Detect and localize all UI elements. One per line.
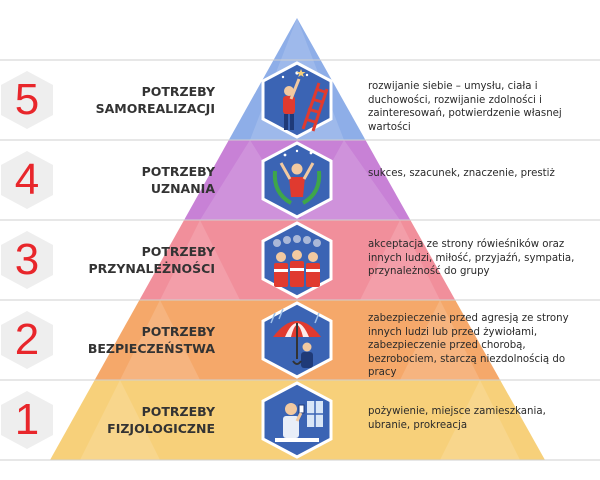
level-5: 5 POTRZEBY SAMOREALIZACJI <box>0 60 600 140</box>
level-description: rozwijanie siebie – umysłu, ciała i duch… <box>368 81 562 133</box>
level-title: POTRZEBY SAMOREALIZACJI <box>96 83 215 117</box>
level-number: 1 <box>14 395 40 444</box>
level-number-badge: 5 <box>0 70 54 130</box>
level-description: pożywienie, miejsce zamieszkania, ubrani… <box>368 406 546 431</box>
level-number: 2 <box>14 315 40 364</box>
level-number: 4 <box>14 155 40 204</box>
level-number-badge: 1 <box>0 390 54 450</box>
ladder-stars-icon <box>261 61 333 139</box>
level-number: 5 <box>14 75 40 124</box>
level-number-badge: 4 <box>0 150 54 210</box>
person-drinking-icon <box>261 381 333 459</box>
level-title-line2: SAMOREALIZACJI <box>95 101 215 116</box>
level-title-line1: POTRZEBY <box>141 84 215 99</box>
level-title-line2: PRZYNALEŻNOŚCI <box>88 261 215 276</box>
level-title-line1: POTRZEBY <box>141 324 215 339</box>
level-title-line1: POTRZEBY <box>141 244 215 259</box>
level-number-badge: 3 <box>0 230 54 290</box>
level-title: POTRZEBY FIZJOLOGICZNE <box>107 403 215 437</box>
level-description: zabezpieczenie przed agresją ze strony i… <box>368 313 569 378</box>
level-title: POTRZEBY PRZYNALEŻNOŚCI <box>88 243 215 277</box>
level-title: POTRZEBY UZNANIA <box>142 163 215 197</box>
level-description: sukces, szacunek, znaczenie, prestiż <box>368 168 555 179</box>
umbrella-person-icon <box>261 301 333 379</box>
level-title-line1: POTRZEBY <box>141 164 215 179</box>
level-description: akceptacja ze strony rówieśników oraz in… <box>368 239 575 277</box>
level-title: POTRZEBY BEZPIECZEŃSTWA <box>88 323 215 357</box>
level-title-line2: FIZJOLOGICZNE <box>107 421 215 436</box>
laurel-winner-icon <box>261 141 333 219</box>
level-4: 4 POTRZEBY UZNANIA sukces, szacunek, zna… <box>0 140 600 220</box>
level-number-badge: 2 <box>0 310 54 370</box>
level-number: 3 <box>14 235 40 284</box>
crowd-fans-icon <box>261 221 333 299</box>
level-2: 2 POTRZEBY BEZPIECZEŃSTWA zabezpieczenie… <box>0 300 600 380</box>
level-1: 1 POTRZEBY FIZJOLOGICZNE pożywienie, mie… <box>0 380 600 460</box>
level-title-line2: BEZPIECZEŃSTWA <box>87 341 215 356</box>
level-title-line1: POTRZEBY <box>141 404 215 419</box>
level-3: 3 POTRZEBY PRZYNALEŻNOŚCI a <box>0 220 600 300</box>
level-title-line2: UZNANIA <box>150 181 215 196</box>
